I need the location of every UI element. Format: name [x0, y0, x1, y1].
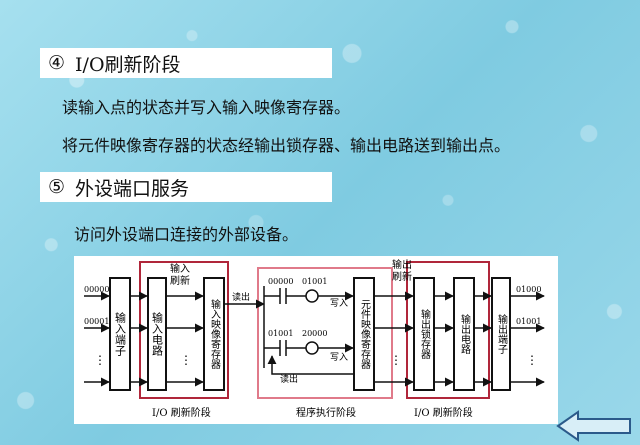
ladder-contact-1: 00000	[268, 277, 293, 286]
block-output-circuit	[453, 277, 475, 391]
coil2	[305, 341, 319, 355]
section-title: 外设端口服务	[75, 177, 190, 200]
label-read-out-bottom: 读出	[280, 373, 298, 385]
label-write-2: 写入	[330, 352, 348, 363]
block-input-terminal	[109, 277, 131, 391]
ladder-coil-1: 01001	[302, 277, 327, 286]
ellipsis-in: ⋮	[94, 353, 106, 367]
ellipsis-ci: ⋮	[180, 353, 192, 367]
addr-in-2: 00001	[84, 317, 109, 326]
section-heading-io-refresh: ④ I/O刷新阶段	[40, 48, 332, 78]
ellipsis-el: ⋮	[390, 353, 402, 367]
block-output-terminal	[491, 277, 511, 391]
frame-program	[257, 267, 393, 399]
label-element-image-register: 元件映像寄存器	[359, 299, 371, 370]
stage-io-left: I/O 刷新阶段	[152, 406, 211, 419]
block-output-latch	[413, 277, 435, 391]
section-number: ⑤	[48, 176, 66, 198]
label-write-1: 写入	[330, 298, 348, 309]
back-arrow-icon[interactable]	[556, 410, 632, 442]
label-input-refresh-1: 输入	[170, 262, 190, 275]
label-input-circuit: 输入电路	[151, 311, 164, 357]
stage-io-right: I/O 刷新阶段	[414, 406, 473, 419]
label-output-terminal: 输出端子	[496, 313, 508, 354]
coil1	[305, 289, 319, 303]
ladder-coil-2: 20000	[302, 329, 327, 338]
label-output-latch: 输出锁存器	[419, 308, 431, 360]
label-input-terminal: 输入端子	[114, 311, 127, 356]
text-access-devices: 访问外设端口连接的外部设备。	[74, 225, 299, 244]
label-input-refresh-2: 刷新	[170, 274, 190, 287]
label-output-refresh-2: 刷新	[392, 270, 412, 283]
section-number: ④	[48, 52, 66, 74]
addr-out-1: 01000	[516, 285, 541, 294]
addr-out-2: 01001	[516, 317, 541, 326]
stage-program: 程序执行阶段	[296, 406, 356, 419]
addr-in-1: 00000	[84, 285, 109, 294]
text-write-outputs: 将元件映像寄存器的状态经输出锁存器、输出电路送到输出点。	[62, 136, 511, 155]
block-input-circuit	[147, 277, 167, 391]
block-input-image-register	[203, 277, 225, 391]
ellipsis-out: ⋮	[526, 353, 538, 367]
arrow-readback	[267, 355, 354, 375]
label-input-image-register: 输入映像寄存器	[209, 298, 221, 370]
text-read-inputs: 读输入点的状态并写入输入映像寄存器。	[62, 98, 351, 117]
section-title: I/O刷新阶段	[75, 53, 181, 76]
label-output-refresh-1: 输出	[392, 258, 412, 271]
plc-scan-diagram: 输入端子 输入电路 输入映像寄存器 元件映像寄存器 输出锁存器 输出电路 输出端…	[74, 256, 558, 424]
label-read-out: 读出	[232, 291, 250, 303]
label-output-circuit: 输出电路	[459, 313, 471, 355]
section-heading-peripheral-service: ⑤ 外设端口服务	[40, 172, 332, 202]
block-element-image-register	[353, 277, 375, 391]
ladder-contact-2: 01001	[268, 329, 293, 338]
